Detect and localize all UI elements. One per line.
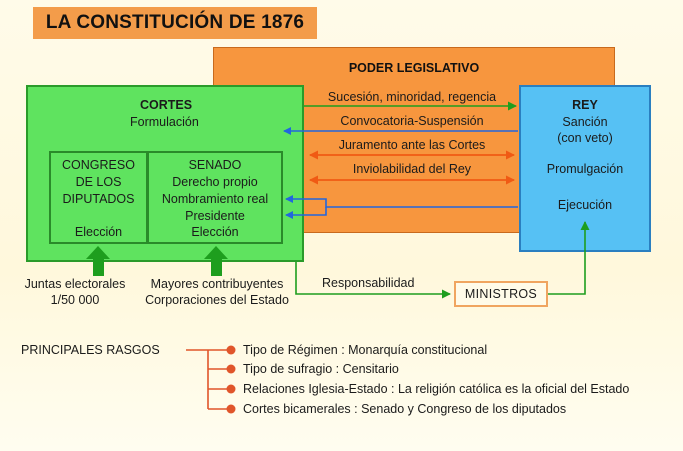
rasgo-bullet-1 — [226, 345, 236, 355]
congreso-name-line-1: CONGRESO — [62, 158, 135, 172]
electores-congreso-line-2: 1/50 000 — [50, 293, 100, 307]
arrow-responsabilidad — [295, 262, 451, 299]
cortes-title: CORTES — [140, 98, 193, 112]
congreso-name: CONGRESO DE LOS DIPUTADOS — [49, 157, 148, 208]
rasgo-bullet-3 — [226, 384, 236, 394]
senado-eleccion: Elección — [191, 225, 239, 239]
congreso-eleccion: Elección — [74, 225, 123, 239]
rey-promulgacion: Promulgación — [546, 162, 624, 176]
arrow-eleccion-senado — [204, 246, 228, 276]
senado-presidente: Presidente — [185, 209, 245, 223]
label-inviolabilidad: Inviolabilidad del Rey — [352, 162, 472, 176]
senado-content: SENADO Derecho propio Nombramiento real … — [147, 157, 283, 225]
rasgo-bullet-2 — [226, 364, 236, 374]
ministros-box: MINISTROS — [454, 281, 548, 307]
rasgos-label: PRINCIPALES RASGOS — [21, 343, 160, 357]
rasgo-item-sufragio: Tipo de sufragio : Censitario — [243, 362, 399, 376]
rey-title: REY — [572, 98, 598, 112]
electores-congreso: Juntas electorales 1/50 000 — [14, 276, 136, 308]
arrow-ministros-rey — [548, 221, 590, 295]
rey-sancion: Sanción — [562, 115, 608, 129]
electores-senado: Mayores contribuyentes Corporaciones del… — [135, 276, 299, 308]
senado-nombramiento-real: Nombramiento real — [161, 192, 269, 206]
rasgo-item-cortes-bicamerales: Cortes bicamerales : Senado y Congreso d… — [243, 402, 567, 416]
senado-box — [147, 151, 283, 244]
arrow-nombramiento — [285, 195, 518, 208]
rey-ejecucion: Ejecución — [557, 198, 613, 212]
congreso-name-line-2: DE LOS — [75, 175, 122, 189]
senado-derecho-propio: Derecho propio — [172, 175, 258, 189]
arrow-presidente — [285, 207, 327, 219]
rasgo-item-regimen: Tipo de Régimen : Monarquía constitucion… — [243, 343, 488, 357]
cortes-function: Formulación — [130, 115, 199, 129]
label-convocatoria: Convocatoria-Suspensión — [340, 114, 484, 128]
congreso-name-line-3: DIPUTADOS — [62, 192, 135, 206]
label-juramento: Juramento ante las Cortes — [338, 138, 486, 152]
rasgo-item-iglesia: Relaciones Iglesia-Estado : La religión … — [243, 382, 630, 396]
rey-veto: (con veto) — [557, 131, 613, 145]
rasgos-connector — [186, 349, 230, 410]
poder-legislativo-title: PODER LEGISLATIVO — [348, 61, 480, 75]
label-sucesion: Sucesión, minoridad, regencia — [327, 90, 497, 104]
diagram-title: LA CONSTITUCIÓN DE 1876 — [33, 7, 317, 39]
electores-congreso-line-1: Juntas electorales — [24, 277, 126, 291]
arrow-eleccion-congreso — [86, 246, 110, 276]
electores-senado-line-2: Corporaciones del Estado — [145, 293, 289, 307]
rasgo-bullet-4 — [226, 404, 236, 414]
label-responsabilidad: Responsabilidad — [322, 276, 415, 290]
electores-senado-line-1: Mayores contribuyentes — [150, 277, 284, 291]
senado-name: SENADO — [188, 158, 242, 172]
